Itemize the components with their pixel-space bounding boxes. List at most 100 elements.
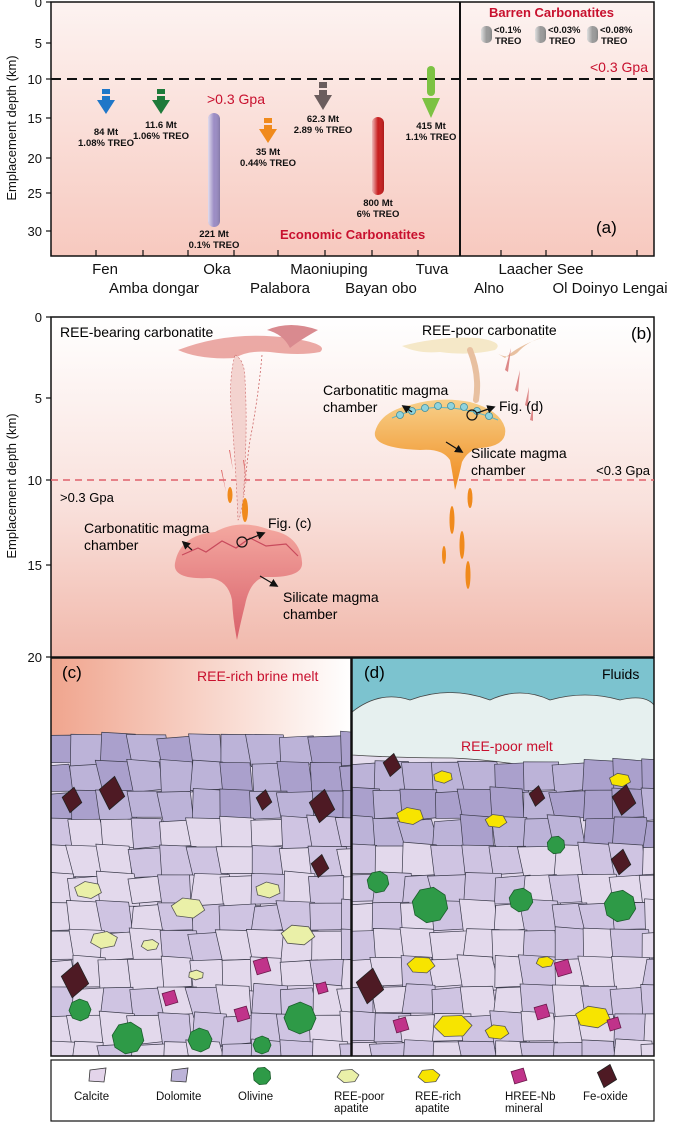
- rock-grain: [643, 1013, 654, 1046]
- barren-unit: TREO: [495, 36, 521, 47]
- apatite-grain: [484, 1024, 510, 1040]
- left-sil-chamber-line2: chamber: [283, 606, 338, 622]
- deposit-name: Palabora: [250, 280, 311, 297]
- legend-label: mineral: [505, 1103, 543, 1115]
- panel-d: (d) Fluids REE-poor melt: [351, 657, 655, 1057]
- pressure-label-high-a: >0.3 Gpa: [207, 91, 265, 107]
- rock-grain: [219, 875, 261, 907]
- hree-nb-grain: [533, 1003, 551, 1021]
- rock-grain: [457, 1040, 497, 1056]
- rock-grain: [279, 1039, 317, 1056]
- deposit-name: Ol Doinyo Lengai: [552, 280, 667, 297]
- rock-grain: [640, 787, 654, 822]
- olivine-grain: [546, 835, 566, 855]
- rock-grain: [312, 1038, 350, 1056]
- brine-melt-label: REE-rich brine melt: [197, 668, 318, 684]
- rock-grain: [130, 817, 164, 850]
- fe-oxide-grain: [611, 784, 637, 816]
- panel-d-grains: [352, 752, 654, 1056]
- rock-grain: [95, 899, 134, 934]
- apatite-grain: [609, 772, 631, 788]
- legend-swatch-icon: [510, 1067, 528, 1085]
- deposit-tonnage: 415 Mt: [416, 121, 446, 132]
- rock-grain: [221, 1043, 256, 1056]
- y-tick-label: 20: [28, 151, 42, 166]
- rock-grain: [342, 789, 351, 821]
- fe-oxide-grain: [61, 786, 83, 814]
- panel-c: (c) REE-rich brine melt: [50, 657, 352, 1057]
- hree-nb-grain: [233, 1005, 251, 1023]
- y-tick-label: 20: [28, 650, 42, 665]
- maoniuping-arrow-icon: [314, 82, 332, 110]
- rock-grain: [276, 761, 314, 796]
- rock-grain: [336, 848, 351, 878]
- panel-b-y-axis-label: Emplacement depth (km): [4, 413, 19, 558]
- rock-grain: [369, 1042, 408, 1056]
- y-tick-label: 30: [28, 224, 42, 239]
- apatite-grain: [484, 814, 508, 828]
- rock-grain: [339, 1010, 351, 1049]
- rock-grain: [495, 1040, 528, 1056]
- ree-bearing-system: [174, 325, 322, 640]
- deposit-grade: 0.44% TREO: [240, 158, 296, 169]
- pressure-label-high-b: >0.3 Gpa: [60, 490, 115, 505]
- tuva-arrow-icon: [422, 66, 440, 118]
- right-sil-chamber-line1: Silicate magma: [471, 445, 567, 461]
- rock-grain: [127, 875, 162, 904]
- y-tick-label: 0: [35, 310, 42, 325]
- deposit-tonnage: 35 Mt: [256, 147, 281, 158]
- panel-a-frame: [50, 1, 655, 257]
- fe-oxide-grain: [382, 752, 402, 778]
- rock-grain: [581, 1039, 615, 1056]
- rock-grain: [51, 763, 74, 792]
- barren-unit: TREO: [549, 36, 575, 47]
- rock-grain: [307, 735, 351, 771]
- apatite-grain: [140, 939, 160, 951]
- deposit-name: Tuva: [416, 261, 449, 278]
- fe-oxide-grain: [98, 775, 126, 811]
- deposit-name: Fen: [92, 261, 118, 278]
- fe-oxide-grain: [310, 853, 330, 879]
- rock-grain: [339, 1043, 351, 1056]
- rock-grain: [51, 734, 74, 764]
- apatite-grain: [74, 881, 102, 899]
- rock-grain: [401, 761, 436, 794]
- hree-nb-grain: [252, 956, 272, 976]
- fe-oxide-grain: [355, 967, 385, 1005]
- pressure-label-low-a: <0.3 Gpa: [590, 59, 648, 75]
- rock-grain: [340, 898, 351, 935]
- ree-poor-system: [374, 336, 548, 589]
- right-carb-chamber-line1: Carbonatitic magma: [323, 382, 448, 398]
- legend-label: REE-rich: [415, 1091, 461, 1103]
- panel-b-frame: [50, 316, 655, 658]
- rock-grain: [250, 819, 285, 848]
- fen-arrow-icon: [97, 89, 115, 114]
- fe-oxide-grain: [255, 789, 273, 811]
- y-tick-label: 10: [28, 72, 42, 87]
- deposit-name: Amba dongar: [109, 280, 199, 297]
- deposit-tonnage: 221 Mt: [199, 229, 229, 240]
- olivine-grain: [411, 886, 449, 924]
- fig-d-ref: Fig. (d): [499, 398, 543, 414]
- barren-unit: TREO: [601, 36, 627, 47]
- hree-nb-grain: [606, 1016, 622, 1032]
- olivine-grain: [252, 1035, 272, 1055]
- fe-oxide-grain: [528, 785, 546, 807]
- y-tick-label: 25: [28, 186, 42, 201]
- apatite-grain: [280, 924, 316, 946]
- y-tick-label: 5: [35, 391, 42, 406]
- barren-grade: <0.03%: [548, 25, 581, 36]
- rock-grain: [553, 1041, 589, 1056]
- rock-grain: [640, 984, 654, 1018]
- barren-deposit-labels: <0.1%TREO<0.03%TREO<0.08%TREO: [481, 25, 633, 47]
- rock-grain: [126, 758, 165, 793]
- deposit-tonnage: 800 Mt: [363, 198, 393, 209]
- rock-grain: [430, 845, 467, 879]
- rock-grain: [641, 758, 654, 795]
- legend-swatch-icon: [88, 1067, 107, 1083]
- olivine-grain: [187, 1027, 213, 1053]
- olivine-grain: [603, 889, 637, 923]
